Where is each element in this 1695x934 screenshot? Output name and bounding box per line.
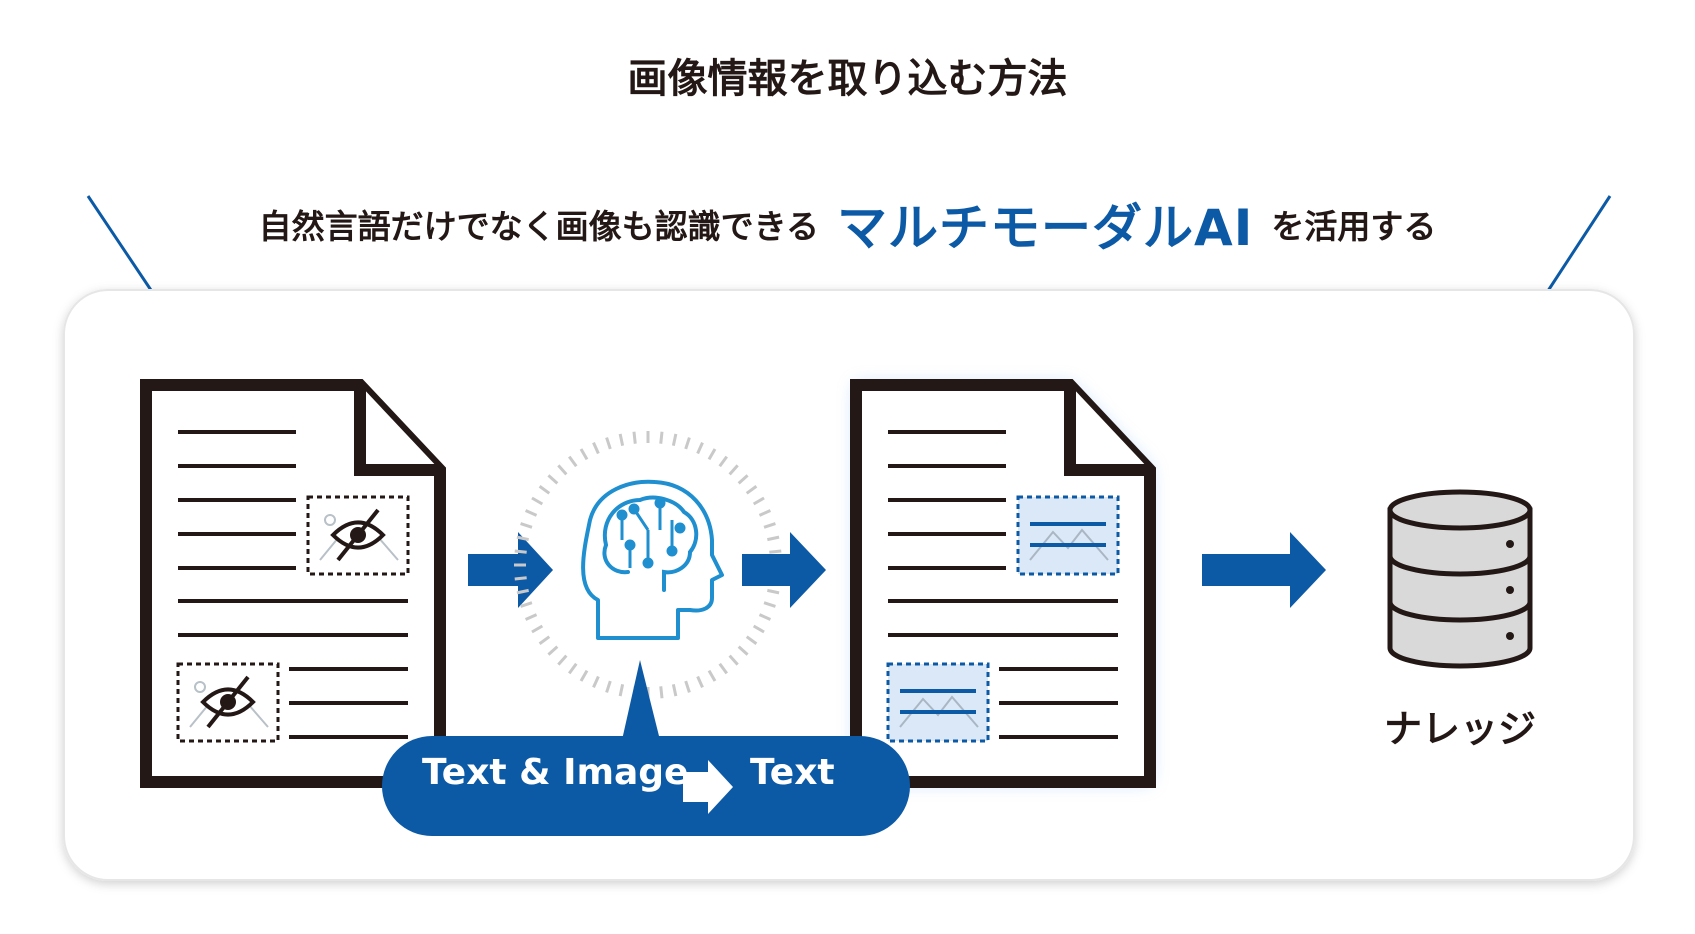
tick-mark: [718, 662, 728, 675]
hidden-image-icon: [306, 495, 410, 576]
tick-mark: [557, 464, 568, 476]
tick-mark: [547, 474, 559, 485]
conversion-from-label: Text & Image: [422, 752, 689, 793]
tick-mark: [769, 549, 782, 554]
tick-mark: [659, 431, 664, 444]
tick-mark: [592, 441, 600, 455]
tick-mark: [718, 455, 728, 468]
tick-mark: [538, 635, 551, 645]
tick-mark: [579, 669, 589, 682]
tick-mark: [745, 485, 758, 495]
tick-mark: [592, 675, 600, 689]
subtitle-tail: を活用する: [1271, 207, 1437, 246]
tick-mark: [557, 654, 568, 666]
tick-mark: [684, 680, 691, 693]
tick-mark: [752, 496, 765, 506]
recognized-image-icon: [886, 662, 990, 743]
tick-mark: [737, 645, 749, 656]
tick-mark: [579, 448, 589, 461]
tick-mark: [671, 684, 678, 697]
tick-mark: [520, 522, 533, 529]
tick-mark: [763, 522, 776, 529]
tick-mark: [531, 624, 544, 634]
subtitle-lead: 自然言語だけでなく画像も認識できる: [258, 207, 820, 246]
tick-mark: [514, 549, 527, 554]
page-title: 画像情報を取り込む方法: [627, 56, 1068, 102]
arrow-right-icon: [468, 532, 553, 608]
tick-mark: [632, 431, 637, 444]
tick-mark: [671, 433, 678, 446]
tick-mark: [538, 485, 551, 495]
tick-mark: [531, 496, 544, 506]
content-panel: [63, 289, 1635, 881]
arrow-right-icon: [683, 760, 733, 814]
hidden-image-icon: [176, 662, 280, 743]
tick-mark: [728, 464, 739, 476]
tick-mark: [696, 675, 704, 689]
tick-mark: [758, 613, 772, 621]
tick-mark: [514, 576, 527, 581]
tick-mark: [728, 654, 739, 666]
subtitle-accent: マルチモーダルAI: [837, 199, 1254, 257]
tick-mark: [520, 601, 533, 608]
database-icon: [1387, 489, 1533, 669]
arrow-right-icon: [1202, 532, 1326, 608]
tick-mark: [758, 509, 772, 517]
tick-mark: [605, 680, 612, 693]
tick-mark: [516, 588, 529, 595]
subtitle: 自然言語だけでなく画像も認識できるマルチモーダルAI を活用する: [0, 188, 1695, 260]
arrow-right-icon: [742, 532, 826, 608]
conversion-callout: [382, 660, 910, 836]
tick-mark: [745, 635, 758, 645]
tick-mark: [737, 474, 749, 485]
tick-mark: [707, 669, 717, 682]
tick-mark: [568, 455, 578, 468]
tick-mark: [696, 441, 704, 455]
source-document-icon: [140, 379, 446, 788]
tick-mark: [659, 686, 664, 699]
conversion-to-label: Text: [750, 752, 835, 793]
tick-mark: [763, 601, 776, 608]
tick-mark: [767, 588, 780, 595]
tick-mark: [684, 437, 691, 450]
ai-brain-icon: [514, 431, 782, 699]
tick-mark: [707, 448, 717, 461]
converted-document-icon: [850, 379, 1156, 788]
tick-mark: [547, 645, 559, 656]
tick-mark: [524, 509, 538, 517]
tick-mark: [618, 684, 625, 697]
tick-mark: [524, 613, 538, 621]
tick-mark: [516, 535, 529, 542]
tick-mark: [568, 662, 578, 675]
recognized-image-icon: [1016, 495, 1120, 576]
knowledge-label: ナレッジ: [1383, 707, 1536, 751]
tick-mark: [767, 535, 780, 542]
tick-mark: [752, 624, 765, 634]
tick-mark: [618, 433, 625, 446]
tick-mark: [605, 437, 612, 450]
